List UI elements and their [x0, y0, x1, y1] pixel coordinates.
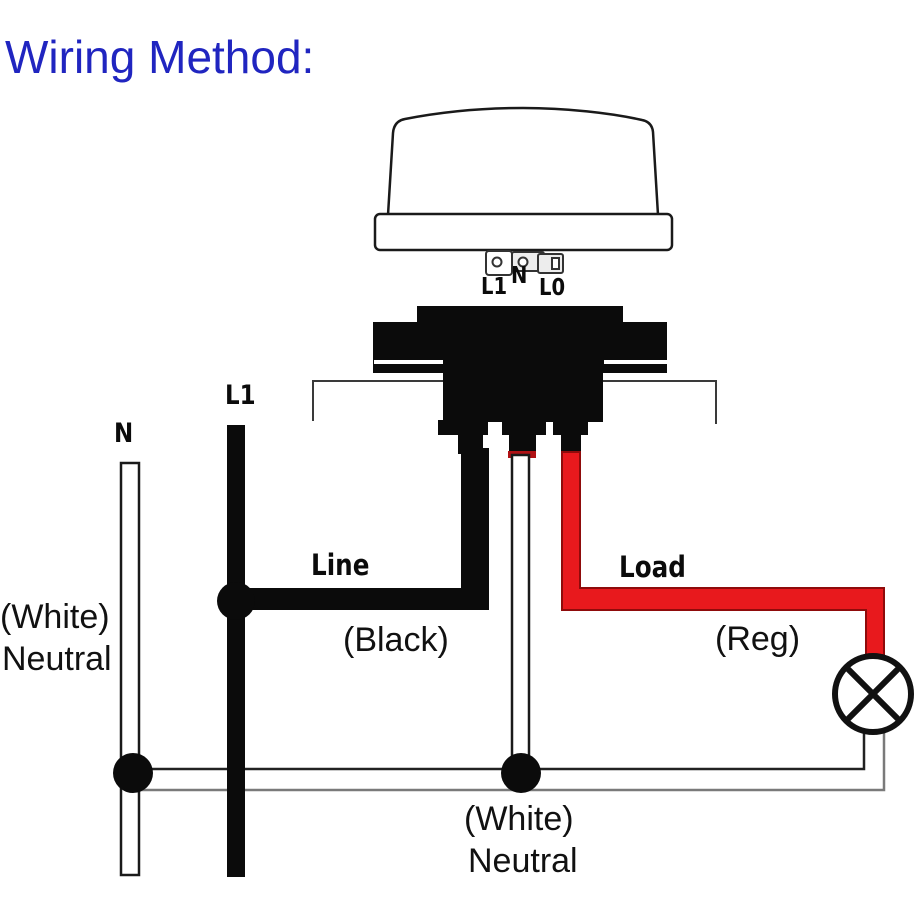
- photocell-base: [373, 212, 674, 252]
- terminal-label-l1: L1: [481, 274, 508, 300]
- supply-line-tag: L1: [225, 380, 256, 411]
- line-wire: [232, 448, 489, 610]
- bottom-neutral-note-2: Neutral: [468, 842, 578, 880]
- terminal-tab-l0-slot: [551, 257, 560, 270]
- junction-dot-line: [217, 582, 255, 620]
- supply-neutral-tag: N: [114, 418, 134, 449]
- junction-dot-bottom-neutral: [501, 753, 541, 793]
- socket-seam-lines: [374, 360, 667, 364]
- bottom-neutral-note-1: (White): [464, 800, 574, 838]
- load-color-note: (Reg): [715, 620, 801, 658]
- supply-line-wire: [227, 425, 245, 877]
- load-wire-label: Load: [619, 550, 686, 584]
- photocell-dome: [386, 106, 660, 217]
- line-wire-label: Line: [311, 548, 370, 582]
- page-title: Wiring Method:: [5, 31, 315, 83]
- left-neutral-note-2: Neutral: [2, 640, 112, 678]
- junction-dot-left-neutral: [113, 753, 153, 793]
- terminal-label-l0: L0: [539, 275, 566, 301]
- terminal-tab-n-hole: [517, 256, 529, 268]
- supply-neutral-wire: [119, 461, 141, 877]
- terminal-tab-l1-hole: [491, 256, 503, 268]
- line-color-note: (Black): [343, 621, 449, 659]
- lamp-icon: [832, 653, 914, 735]
- terminal-label-n: N: [511, 263, 528, 289]
- neutral-run-inner-edge: [133, 733, 866, 771]
- neutral-run-outer-edge: [129, 733, 886, 792]
- left-neutral-note-1: (White): [0, 598, 110, 636]
- sensor-neutral-wire: [510, 453, 531, 767]
- mounting-bracket: [312, 380, 717, 424]
- socket-body: [373, 306, 667, 454]
